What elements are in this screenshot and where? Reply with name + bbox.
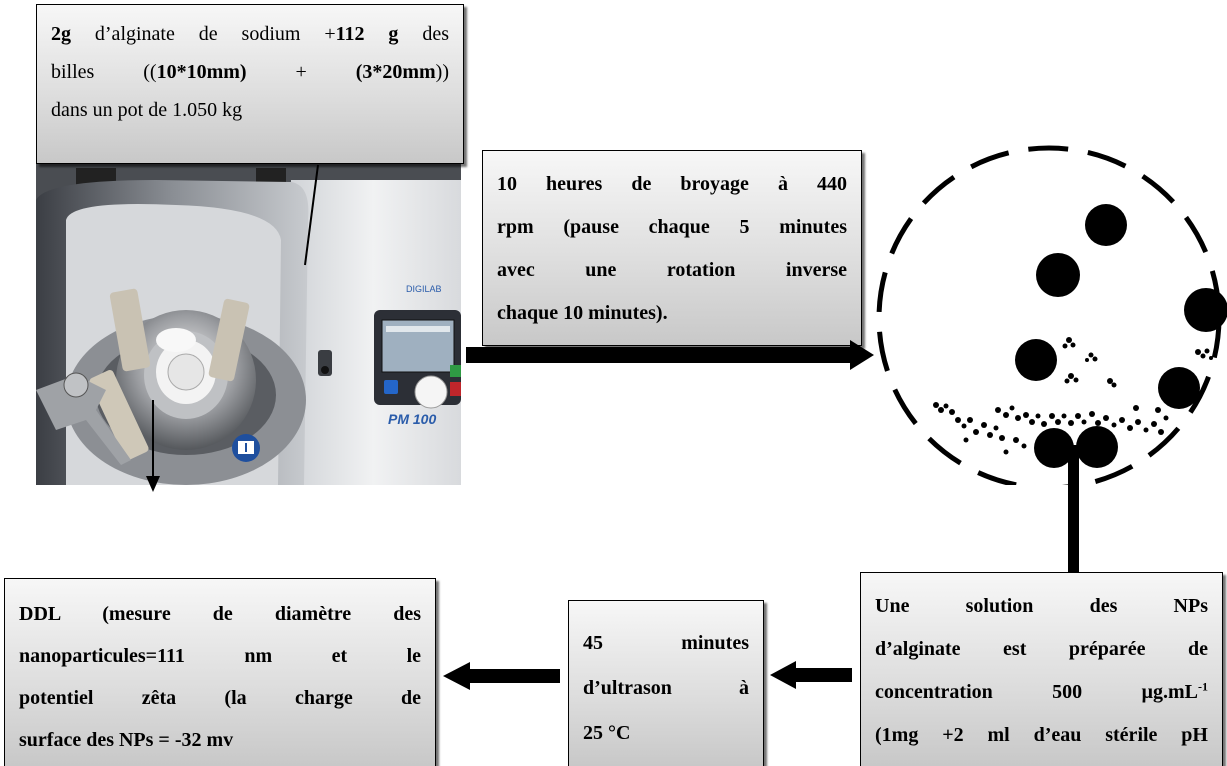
step-input-box: 2g d’alginate de sodium +112 g des bille… — [36, 4, 464, 164]
svg-text:DIGILAB: DIGILAB — [406, 284, 442, 294]
text: + — [246, 61, 356, 83]
solution-line: (1mg +2 ml d’eau stérile pH — [875, 724, 1208, 746]
broyage-line: 10 heures de broyage à 440 — [497, 173, 847, 195]
dose-billes: 112 g — [335, 23, 399, 45]
step-solution-box: Une solution des NPs d’alginate est prép… — [860, 572, 1223, 766]
arrow-right — [466, 347, 856, 363]
step-ddl-box: DDL (mesure de diamètre des nanoparticul… — [4, 578, 436, 766]
info-book-icon — [232, 434, 260, 462]
solution-line: concentration 500 µg.mL-1 — [875, 671, 1208, 714]
dose-alginate: 2g — [51, 23, 71, 45]
svg-text:PM 100: PM 100 — [388, 411, 436, 427]
ddl-line: surface des NPs = -32 mv — [19, 729, 234, 751]
text: billes (( — [51, 61, 157, 83]
broyage-line: avec une rotation inverse — [497, 259, 847, 281]
concentration-text: concentration 500 µg.mL — [875, 681, 1198, 703]
arrow-left-2 — [468, 669, 560, 683]
ddl-line: nanoparticules=111 nm et le — [19, 645, 421, 667]
ball-mill-photo: DIGILAB PM 100 — [36, 160, 461, 485]
arrow-left-1 — [792, 668, 852, 682]
solution-line: Une solution des NPs — [875, 595, 1208, 617]
pot-text: dans un pot de 1.050 kg — [51, 99, 243, 121]
text: des — [398, 23, 449, 45]
step-ultrason-box: 45 minutes d’ultrason à 25 °C — [568, 600, 764, 766]
ball-size-1: 10*10mm) — [156, 61, 247, 83]
ddl-line: DDL (mesure de diamètre des — [19, 603, 421, 625]
text: )) — [435, 61, 449, 83]
ultrason-line: 45 minutes — [583, 632, 749, 654]
exponent: -1 — [1198, 679, 1208, 694]
broyage-line: chaque 10 minutes). — [497, 302, 668, 324]
step-broyage-box: 10 heures de broyage à 440 rpm (pause ch… — [482, 150, 862, 346]
ultrason-line: 25 °C — [583, 722, 631, 744]
ddl-line: potentiel zêta (la charge de — [19, 687, 421, 709]
ultrason-line: d’ultrason à — [583, 677, 749, 699]
solution-line: d’alginate est préparée de — [875, 638, 1208, 660]
ball-size-2: (3*20mm — [355, 61, 436, 83]
text: d’alginate de sodium + — [71, 23, 336, 45]
ball-mill-jar-icon — [876, 145, 1227, 485]
broyage-line: rpm (pause chaque 5 minutes — [497, 216, 847, 238]
